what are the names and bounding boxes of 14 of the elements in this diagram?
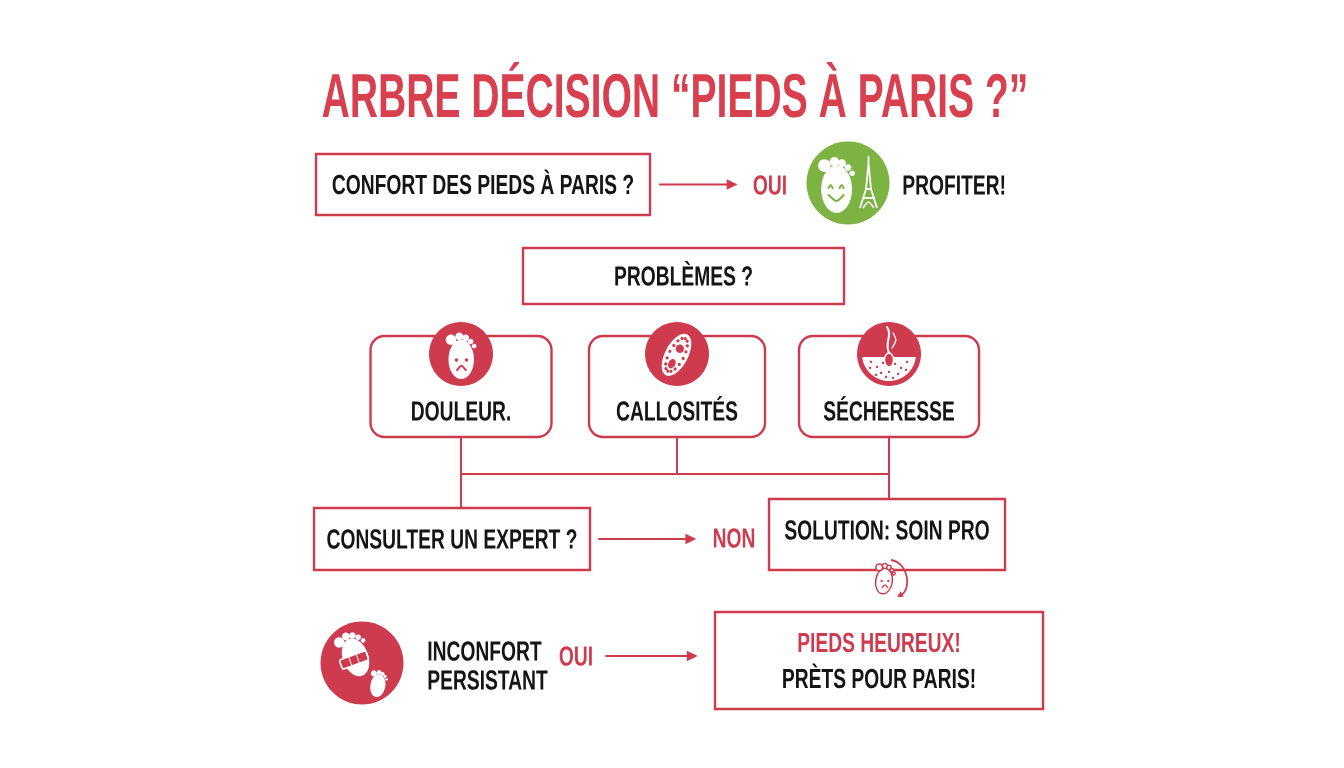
solution-box: SOLUTION: SOIN PRO bbox=[767, 497, 1007, 572]
side-label: PROFITER! bbox=[903, 175, 1005, 195]
side-label: INCONFORT PERSISTANT bbox=[428, 641, 548, 690]
answer-label: OUI bbox=[559, 646, 592, 666]
question-box: PROBLÈMES ? bbox=[521, 246, 846, 306]
connector-line bbox=[888, 437, 890, 499]
bandaged-feet-icon bbox=[320, 621, 404, 705]
question-box: CONSULTER UN EXPERT ? bbox=[312, 506, 592, 572]
answer-label: OUI bbox=[753, 175, 786, 195]
result-box: PIEDS HEUREUX! PRÈTS POUR PARIS! bbox=[713, 610, 1045, 711]
title: ARBRE DÉCISION “PIEDS À PARIS ?” bbox=[322, 62, 1026, 118]
answer-label: NON bbox=[713, 528, 755, 548]
foot-tower-icon bbox=[806, 141, 890, 225]
question-box: CONFORT DES PIEDS À PARIS ? bbox=[314, 152, 652, 217]
